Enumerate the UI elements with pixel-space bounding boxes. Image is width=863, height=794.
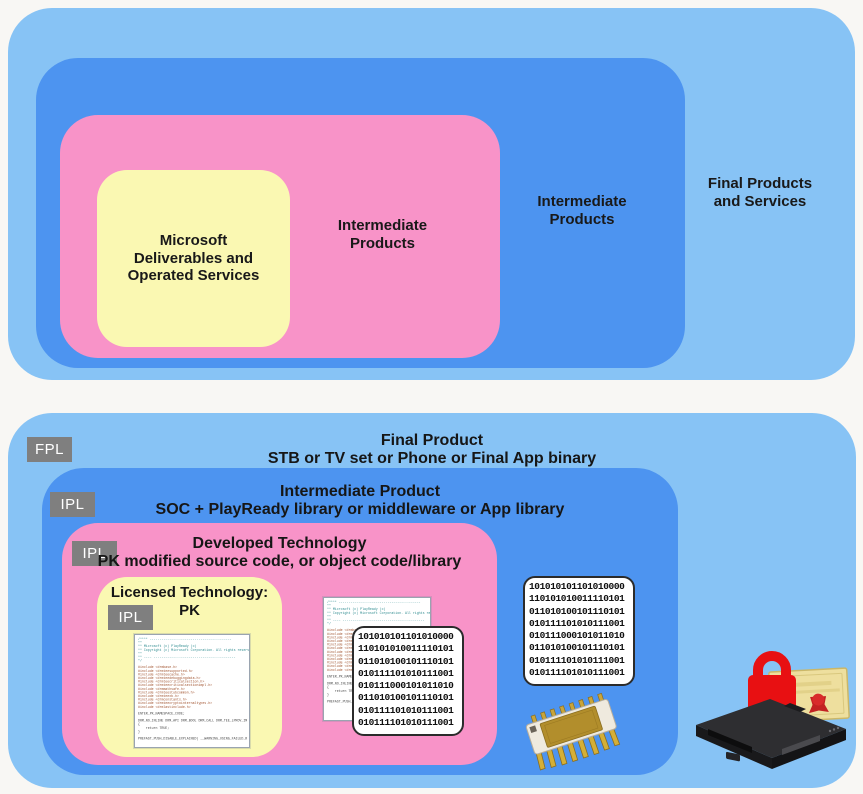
developed-technology-heading: Developed Technology PK modified source … [62,535,497,570]
intermediate-product-title: Intermediate Product [279,483,441,500]
ipl-badge-licensed: IPL [108,605,153,630]
licensed-technology-title: Licensed Technology: [110,584,269,601]
intermediate-products-outer-label: Intermediate Products [537,193,627,228]
licensed-technology-box: Licensed Technology: PK IPL /**** ------… [97,577,282,757]
ipl-badge-developed: IPL [72,541,117,566]
developed-technology-box: IPL Developed Technology PK modified sou… [62,523,497,765]
set-top-box-image [696,651,850,769]
final-product-heading: Final Product STB or TV set or Phone or … [8,432,856,467]
binary-code-page: 101010101101010000 110101010011110101 01… [523,576,635,686]
final-product-subtitle: STB or TV set or Phone or Final App bina… [267,449,597,467]
final-product-box: FPL Final Product STB or TV set or Phone… [8,413,856,788]
intermediate-products-inner-box: Intermediate Products Microsoft Delivera… [60,115,500,358]
binary-text: 101010101101010000 110101010011110101 01… [529,581,625,679]
code-includes: #include <drmbase.h> #include <drmteesup… [138,665,213,709]
microsoft-deliverables-label: Microsoft Deliverables and Operated Serv… [127,232,260,285]
binary-text: 101010101101010000 110101010011110101 01… [358,631,454,729]
final-products-services-label: Final Products and Services [707,175,813,210]
chip-image [525,692,621,771]
developed-technology-subtitle: PK modified source code, or object code/… [97,552,462,570]
final-products-services-box: Final Products and Services Intermediate… [8,8,855,380]
code-header-comment: /**** ----------------------------------… [327,600,431,626]
binary-code-page: 101010101101010000 110101010011110101 01… [352,626,464,736]
fpl-badge: FPL [27,437,72,462]
intermediate-product-box: IPL Intermediate Product SOC + PlayReady… [42,468,678,775]
intermediate-product-subtitle: SOC + PlayReady library or middleware or… [155,500,565,518]
intermediate-product-heading: Intermediate Product SOC + PlayReady lib… [42,483,678,518]
licensed-technology-pk: PK [179,601,200,619]
licensed-technology-heading: Licensed Technology: PK [97,584,282,619]
source-code-page: /**** ----------------------------------… [134,634,250,748]
seal-icon [808,693,829,714]
code-header-comment: /**** ----------------------------------… [138,637,250,663]
developed-technology-title: Developed Technology [192,535,367,552]
intermediate-products-inner-label: Intermediate Products [337,217,428,252]
microsoft-deliverables-box: Microsoft Deliverables and Operated Serv… [97,170,290,347]
code-body: ENTER_PK_NAMESPACE_CODE; DRM_NO_INLINE D… [138,711,248,741]
intermediate-products-outer-box: Intermediate Products Intermediate Produ… [36,58,685,368]
final-product-title: Final Product [380,432,484,449]
ipl-badge-intermediate: IPL [50,492,95,517]
